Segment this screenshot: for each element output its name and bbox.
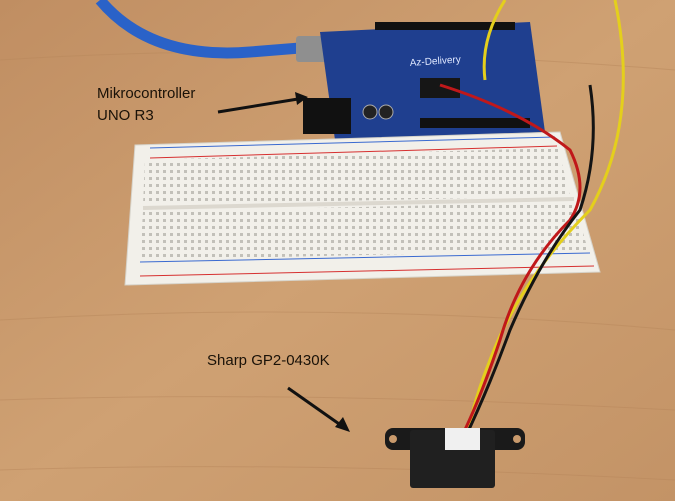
sharp-distance-sensor [385, 428, 525, 488]
capacitor [362, 104, 378, 120]
sensor-label: Sharp GP2-0430K [207, 352, 330, 369]
arrow-to-controller [217, 92, 308, 114]
board-brand: Az-Delivery [409, 54, 461, 69]
dc-power-jack [303, 98, 351, 134]
pin-headers [375, 22, 515, 30]
usb-cable [95, 0, 301, 59]
controller-label-line1: Mikrocontroller [97, 85, 196, 102]
capacitor [378, 104, 394, 120]
pin-headers-bottom [420, 118, 530, 128]
breadboard [124, 131, 601, 286]
microcontroller-chip [420, 78, 460, 98]
sensor-connector [445, 428, 480, 450]
controller-label-line2: UNO R3 [97, 107, 154, 124]
wire-red [439, 83, 582, 441]
controller-label: Mikrocontroller UNO R3 [97, 83, 195, 127]
wire-black [462, 84, 595, 441]
wood-grain [0, 51, 675, 481]
arrow-to-sensor [287, 386, 350, 432]
arduino-uno-board: Az-Delivery [303, 22, 545, 140]
